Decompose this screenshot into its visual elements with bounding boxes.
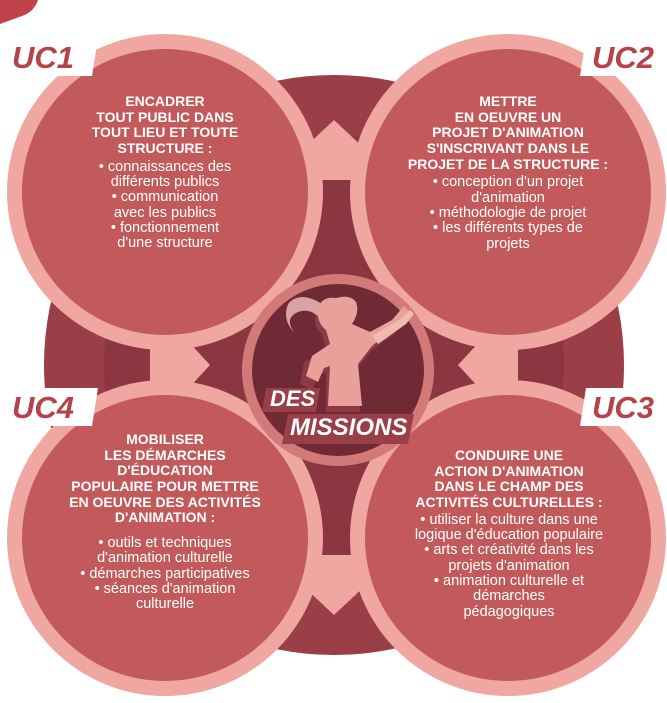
uc3-circle [350,380,666,696]
uc2-item-line: d'animation [471,189,545,206]
uc2-items: • conception d'un projet d'animation • m… [398,174,618,252]
uc1-heading-line: ENCADRER [125,93,205,109]
missions-banner [282,414,414,444]
uc2-heading-line: METTRE [479,93,537,109]
uc2-item-line: • les différents types de [433,220,583,237]
uc3-item-line: • animation culturelle et [433,573,585,590]
uc1-item-line: avec les publics [113,204,217,221]
uc4-heading-line: D'ÉDUCATION [117,462,213,479]
center-word-missions: MISSIONS [290,414,408,441]
uc4-label: UC4 [12,390,75,425]
uc4-item-line: • outils et techniques [98,535,232,552]
uc4-item-line: d'animation culturelle [97,550,233,567]
uc1-heading: ENCADRER TOUT PUBLIC DANS TOUT LIEU ET T… [70,93,260,157]
uc1-item-line: d'une structure [117,235,213,252]
uc4-heading-line: D'ANIMATION : [114,509,216,526]
uc3-heading: CONDUIRE UNE ACTION D'ANIMATION DANS LE … [384,447,634,511]
center-word-des: DES [270,386,316,411]
uc3-text: CONDUIRE UNE ACTION D'ANIMATION DANS LE … [384,447,634,621]
uc4-tag [2,388,98,426]
uc4-heading-line: LES DÉMARCHES [104,446,226,463]
uc1-text: ENCADRER TOUT PUBLIC DANS TOUT LIEU ET T… [70,93,260,252]
uc1-item-line: • connaissances des [98,158,232,175]
uc1-item-line: • fonctionnement [110,220,220,237]
uc3-item-line: logique d'éducation populaire [414,527,604,544]
uc3-heading-line: ACTION D'ANIMATION [434,462,584,479]
uc3-item-line: • arts et créativité dans les [424,542,594,559]
uc4-text: MOBILISER LES DÉMARCHES D'ÉDUCATION POPU… [55,431,275,613]
uc3-item-line: pédagogiques [463,603,555,620]
uc2-label: UC2 [592,40,655,75]
uc3-label: UC3 [592,390,655,425]
des-banner [262,388,320,412]
uc3-item-line: • utiliser la culture dans une [420,511,598,528]
uc4-item-line: • séances d'animation [94,581,236,598]
uc1-items: • connaissances des différents publics •… [70,158,260,252]
uc1-heading-line: STRUCTURE : [117,140,213,157]
corner-accent [0,0,38,24]
uc3-item-line: projets d'animation [448,557,570,574]
uc1-label: UC1 [12,40,75,75]
uc3-item-line: démarches [473,588,545,605]
uc2-heading-line: S'INSCRIVANT DANS LE [426,140,590,157]
uc1-item-line: • communication [111,189,219,206]
uc3-heading-line: ACTIVITÉS CULTURELLES : [415,494,603,511]
uc3-heading-line: CONDUIRE UNE [454,447,564,463]
uc1-item-line: différents publics [110,174,220,191]
uc3-items: • utiliser la culture dans une logique d… [384,511,634,621]
woman-pointing-icon [286,296,414,412]
uc2-item-line: • conception d'un projet [432,174,584,191]
uc2-heading: METTRE EN OEUVRE UN PROJET D'ANIMATION S… [398,93,618,172]
uc4-heading-line: POPULAIRE POUR METTRE [71,478,259,495]
uc4-item-line: • démarches participatives [80,565,250,582]
uc2-tag [580,38,667,76]
uc3-tag [580,388,667,426]
uc4-items: • outils et techniques d'animation cultu… [55,535,275,613]
uc1-heading-line: TOUT PUBLIC DANS [96,108,234,125]
uc3-heading-line: DANS LE CHAMP DES [434,478,584,495]
uc1-tag [2,38,98,76]
uc4-heading-line: EN OEUVRE DES ACTIVITÉS [69,493,261,510]
uc1-circle [7,34,323,350]
uc4-circle [7,380,323,696]
uc4-heading-line: MOBILISER [126,431,204,447]
uc1-heading-line: TOUT LIEU ET TOUTE [91,124,239,141]
uc2-circle [350,34,666,350]
uc2-heading-line: EN OEUVRE UN [454,108,562,125]
uc2-item-line: projets [486,235,530,252]
uc2-item-line: • méthodologie de projet [429,205,587,222]
uc2-heading-line: PROJET D'ANIMATION [432,124,584,141]
uc4-item-line: culturelle [135,596,195,613]
uc4-heading: MOBILISER LES DÉMARCHES D'ÉDUCATION POPU… [55,431,275,526]
uc2-heading-line: PROJET DE LA STRUCTURE : [407,155,609,172]
uc2-text: METTRE EN OEUVRE UN PROJET D'ANIMATION S… [398,93,618,252]
